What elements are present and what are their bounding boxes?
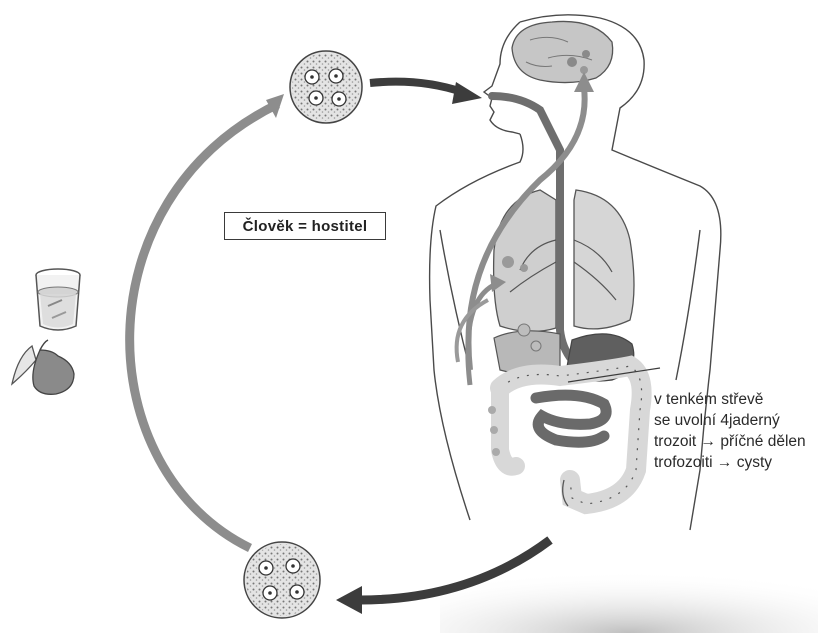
annotation-line: trofozoiti → cysty xyxy=(654,452,818,473)
annotation-line: se uvolní 4jaderný xyxy=(654,410,818,431)
excretion-arrowhead xyxy=(336,586,362,614)
cycle-arc-arrow xyxy=(130,104,278,548)
intestine-annotation: v tenkém střevě se uvolní 4jaderný trozo… xyxy=(654,389,818,473)
pear-icon xyxy=(12,340,74,394)
cyst-icon xyxy=(244,542,320,618)
ingestion-arrow xyxy=(370,82,462,92)
ingestion-arrowhead xyxy=(452,82,482,104)
annotation-line: trozoit → příčné dělen xyxy=(654,431,818,452)
cyst-icon xyxy=(290,51,362,123)
host-label: Člověk = hostitel xyxy=(224,212,386,240)
background-shading xyxy=(440,555,818,633)
annotation-line: v tenkém střevě xyxy=(654,389,818,410)
migration-arrow-liver xyxy=(457,300,488,362)
water-glass-icon xyxy=(36,269,80,330)
brain xyxy=(512,21,613,82)
intestines xyxy=(488,366,642,506)
